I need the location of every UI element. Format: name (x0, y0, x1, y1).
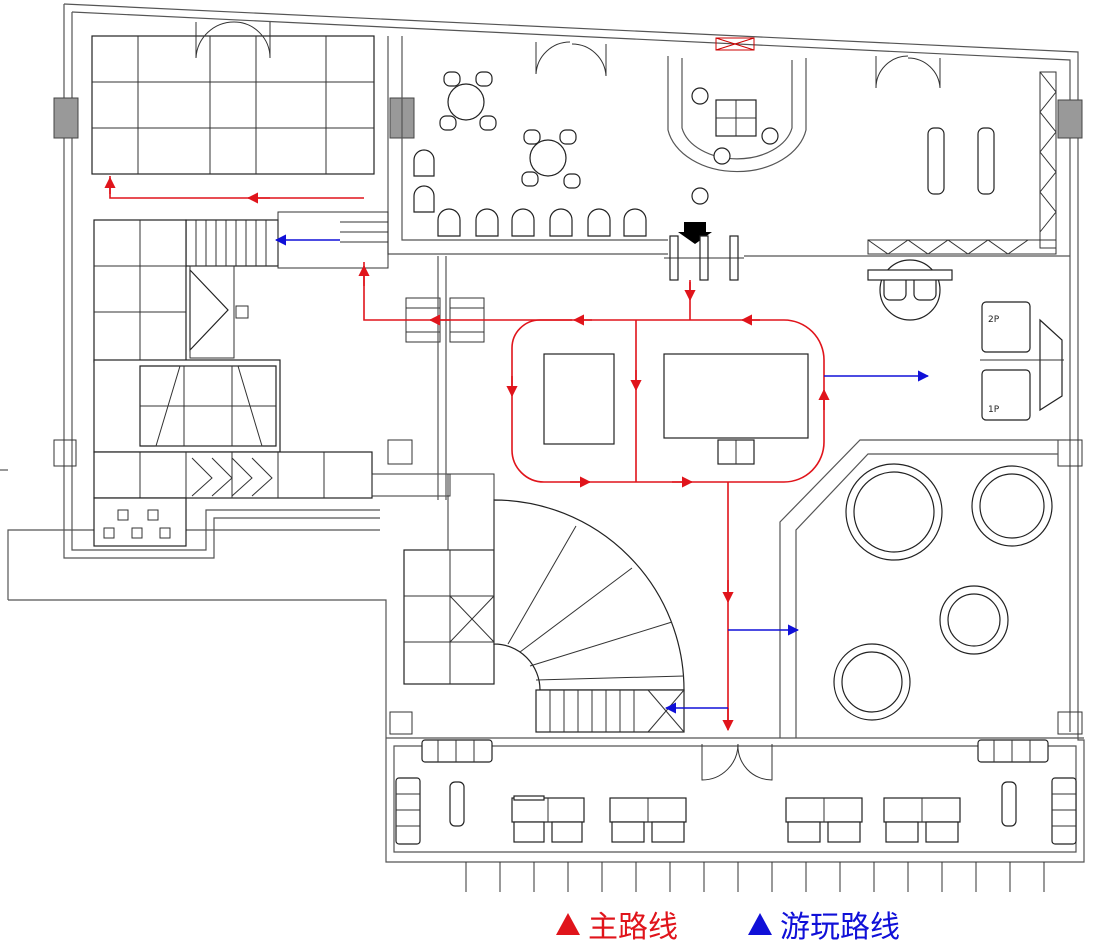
railing (465, 862, 1045, 892)
svg-text:2P: 2P (988, 315, 1000, 325)
kitchen-block (93, 219, 451, 547)
legend-main-route: 主路线 (556, 904, 678, 945)
center-displays (543, 353, 809, 465)
turnstiles (664, 235, 744, 281)
door-top-right (875, 55, 941, 89)
outer-walls (0, 3, 1085, 863)
spiral-stair (403, 473, 685, 733)
trampoline-room (779, 439, 1066, 738)
legend-main-route-label: 主路线 (588, 910, 678, 945)
window-marker (715, 37, 755, 51)
cafe-room (387, 36, 668, 255)
dining-area (395, 739, 1077, 845)
play-route (274, 234, 930, 714)
left-stair (185, 211, 389, 269)
storage-grid-room (91, 35, 375, 175)
reception-counter (667, 56, 807, 244)
svg-text:1P: 1P (988, 405, 1000, 415)
blue-triangle-icon (748, 913, 772, 935)
door-top-left (195, 21, 271, 59)
entrance-door (701, 743, 773, 781)
legend-play-route: 游玩路线 (748, 904, 900, 945)
main-route (104, 176, 830, 732)
door-top-mid (535, 41, 607, 77)
middle-door (405, 256, 485, 500)
vr-area: 2P 1P (744, 71, 1070, 421)
red-triangle-icon (556, 913, 580, 935)
legend-play-route-label: 游玩路线 (780, 910, 900, 945)
